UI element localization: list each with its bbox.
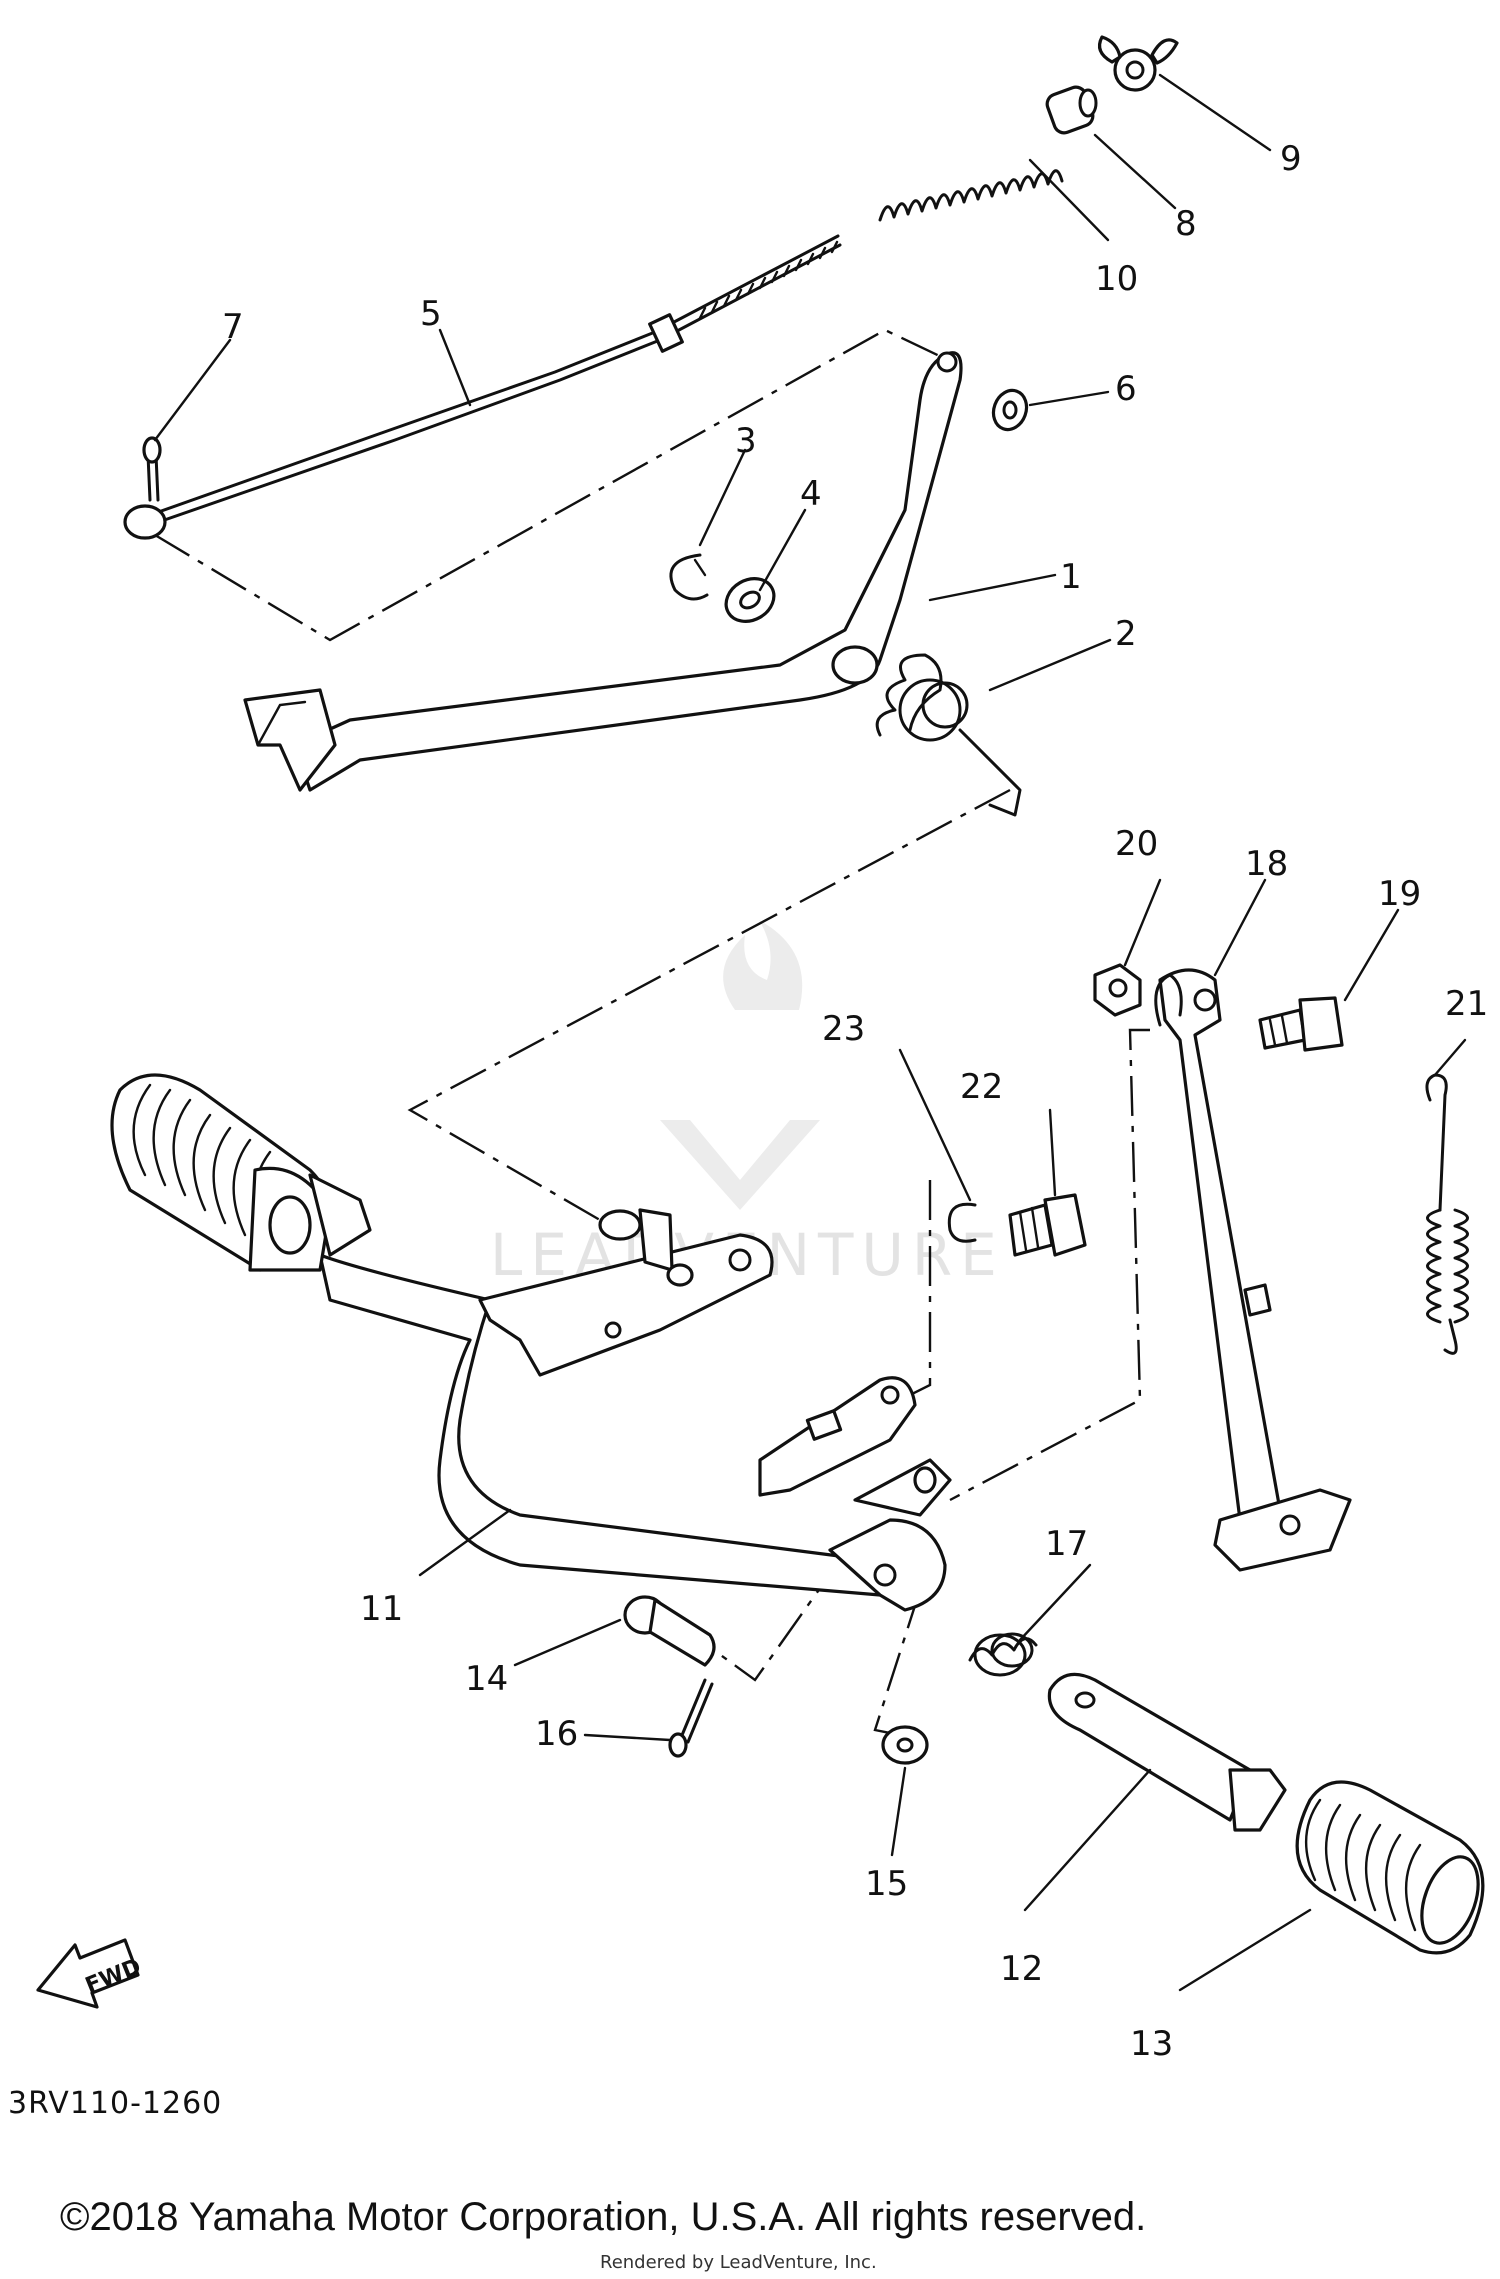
clevis-pin: [623, 1595, 716, 1667]
callout-17: 17: [1045, 1524, 1088, 1564]
callout-13: 13: [1130, 2024, 1173, 2064]
copyright-notice: ©2018 Yamaha Motor Corporation, U.S.A. A…: [60, 2195, 1146, 2239]
footrest-spring: [968, 1632, 1038, 1677]
callout-4: 4: [800, 474, 822, 514]
right-footrest-rubber: [1295, 1780, 1485, 1955]
diagram-part-number: 3RV110-1260: [8, 2086, 222, 2121]
alignment-lines: [154, 328, 1150, 1737]
cotter-pin-bottom: [668, 1678, 714, 1758]
plain-washer: [724, 577, 776, 623]
stand-nut: [1093, 963, 1142, 1017]
callout-11: 11: [360, 1589, 403, 1629]
callout-labels: 1 2 3 4 5 6 7 8 9 10 11 12 13 14 15 16 1…: [222, 139, 1488, 2064]
rod-joint: [1045, 85, 1098, 135]
cotter-pin-top: [142, 436, 162, 502]
callout-15: 15: [865, 1864, 908, 1904]
callout-16: 16: [535, 1714, 578, 1754]
callout-6: 6: [1115, 369, 1137, 409]
brake-rod: [123, 234, 842, 540]
bracket-clip: [947, 1202, 977, 1243]
pin-washer: [881, 1725, 929, 1765]
leader-lines: [153, 73, 1467, 1992]
callout-7: 7: [222, 307, 244, 347]
stand-spring: [1425, 1073, 1469, 1355]
bracket-bolt: [1008, 1193, 1087, 1257]
side-stand: [1154, 968, 1352, 1572]
callout-1: 1: [1060, 557, 1082, 597]
pedal-return-spring: [875, 653, 1022, 817]
callout-3: 3: [735, 421, 757, 461]
callout-21: 21: [1445, 984, 1488, 1024]
callout-23: 23: [822, 1009, 865, 1049]
callout-12: 12: [1000, 1949, 1043, 1989]
wing-nut: [1098, 35, 1179, 92]
callout-9: 9: [1280, 139, 1302, 179]
rod-thread: [698, 240, 839, 320]
forward-direction-arrow: FWD: [36, 1938, 145, 2009]
e-clip: [669, 553, 709, 601]
callout-8: 8: [1175, 204, 1197, 244]
brake-pedal: [243, 351, 963, 792]
rod-spring: [878, 169, 1064, 222]
footrest-shaft: [1047, 1672, 1287, 1832]
callout-20: 20: [1115, 824, 1158, 864]
callout-10: 10: [1095, 259, 1138, 299]
callout-14: 14: [465, 1659, 508, 1699]
callout-19: 19: [1378, 874, 1421, 914]
footrest-bracket: [318, 1208, 952, 1612]
callout-2: 2: [1115, 614, 1137, 654]
rendered-by-credit: Rendered by LeadVenture, Inc.: [600, 2252, 877, 2273]
callout-5: 5: [420, 294, 442, 334]
pivot-bolt: [1258, 996, 1344, 1052]
leadventure-watermark: LEADVENTURE: [490, 920, 997, 1289]
callout-18: 18: [1245, 844, 1288, 884]
rod-washer: [991, 388, 1029, 432]
callout-22: 22: [960, 1067, 1003, 1107]
left-footrest-rubber: [110, 1073, 372, 1272]
